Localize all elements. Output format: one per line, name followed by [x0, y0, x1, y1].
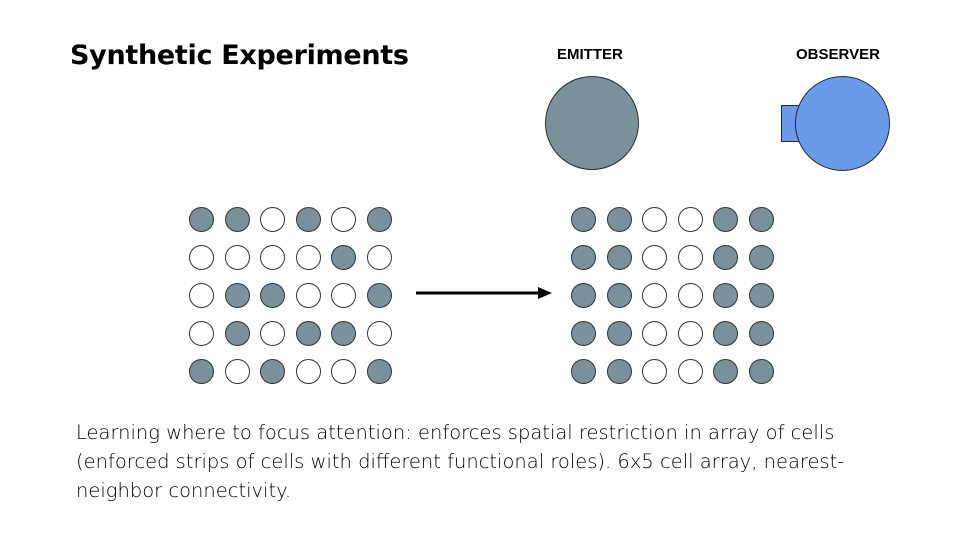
output-cell-active	[713, 283, 738, 308]
output-cell-active	[748, 245, 774, 270]
output-cell-active	[748, 283, 774, 308]
input-cell-inactive	[260, 321, 285, 346]
input-cell-inactive	[331, 359, 356, 384]
input-cell-active	[260, 359, 285, 384]
input-cell-active	[295, 321, 321, 346]
output-cell-active	[571, 283, 596, 308]
output-cell-active	[571, 359, 596, 384]
output-cell-active	[748, 321, 774, 346]
output-cell-inactive	[677, 321, 703, 346]
observer-label: OBSERVER	[796, 46, 880, 63]
input-cell-active	[295, 207, 321, 232]
output-cell-active	[606, 245, 632, 270]
input-cell-active	[224, 207, 250, 232]
output-cell-active	[713, 245, 738, 270]
output-cell-active	[606, 207, 632, 232]
output-cell-inactive	[677, 283, 703, 308]
output-cell-array	[571, 207, 774, 384]
emitter-circle	[545, 76, 639, 170]
input-cell-inactive	[224, 245, 250, 270]
input-cell-array	[189, 207, 392, 384]
input-cell-active	[224, 283, 250, 308]
output-cell-active	[606, 359, 632, 384]
output-cell-inactive	[677, 245, 703, 270]
input-cell-active	[331, 321, 356, 346]
output-cell-inactive	[642, 245, 667, 270]
output-cell-inactive	[642, 207, 667, 232]
output-cell-active	[748, 359, 774, 384]
transform-arrow	[416, 287, 552, 299]
slide-title: Synthetic Experiments	[70, 40, 409, 71]
input-cell-active	[260, 283, 285, 308]
input-cell-active	[189, 359, 214, 384]
input-cell-inactive	[295, 245, 321, 270]
input-cell-active	[366, 359, 392, 384]
output-cell-active	[606, 283, 632, 308]
output-cell-inactive	[642, 321, 667, 346]
output-cell-inactive	[677, 207, 703, 232]
input-cell-active	[224, 321, 250, 346]
input-cell-inactive	[189, 321, 214, 346]
output-cell-active	[713, 207, 738, 232]
input-cell-active	[366, 283, 392, 308]
output-cell-active	[571, 207, 596, 232]
input-cell-inactive	[366, 245, 392, 270]
input-cell-inactive	[366, 321, 392, 346]
observer-circle	[795, 76, 890, 171]
output-cell-inactive	[642, 283, 667, 308]
output-cell-active	[571, 245, 596, 270]
input-cell-inactive	[189, 283, 214, 308]
input-cell-inactive	[260, 207, 285, 232]
input-cell-active	[331, 245, 356, 270]
emitter-label: EMITTER	[557, 46, 623, 63]
input-cell-inactive	[260, 245, 285, 270]
output-cell-active	[713, 359, 738, 384]
input-cell-inactive	[331, 207, 356, 232]
output-cell-inactive	[642, 359, 667, 384]
input-cell-inactive	[189, 245, 214, 270]
input-cell-inactive	[295, 283, 321, 308]
input-cell-active	[366, 207, 392, 232]
input-cell-inactive	[331, 283, 356, 308]
output-cell-inactive	[677, 359, 703, 384]
caption-text: Learning where to focus attention: enfor…	[76, 421, 845, 502]
output-cell-active	[713, 321, 738, 346]
input-cell-active	[189, 207, 214, 232]
output-cell-active	[571, 321, 596, 346]
output-cell-active	[606, 321, 632, 346]
input-cell-inactive	[295, 359, 321, 384]
input-cell-inactive	[224, 359, 250, 384]
output-cell-active	[748, 207, 774, 232]
